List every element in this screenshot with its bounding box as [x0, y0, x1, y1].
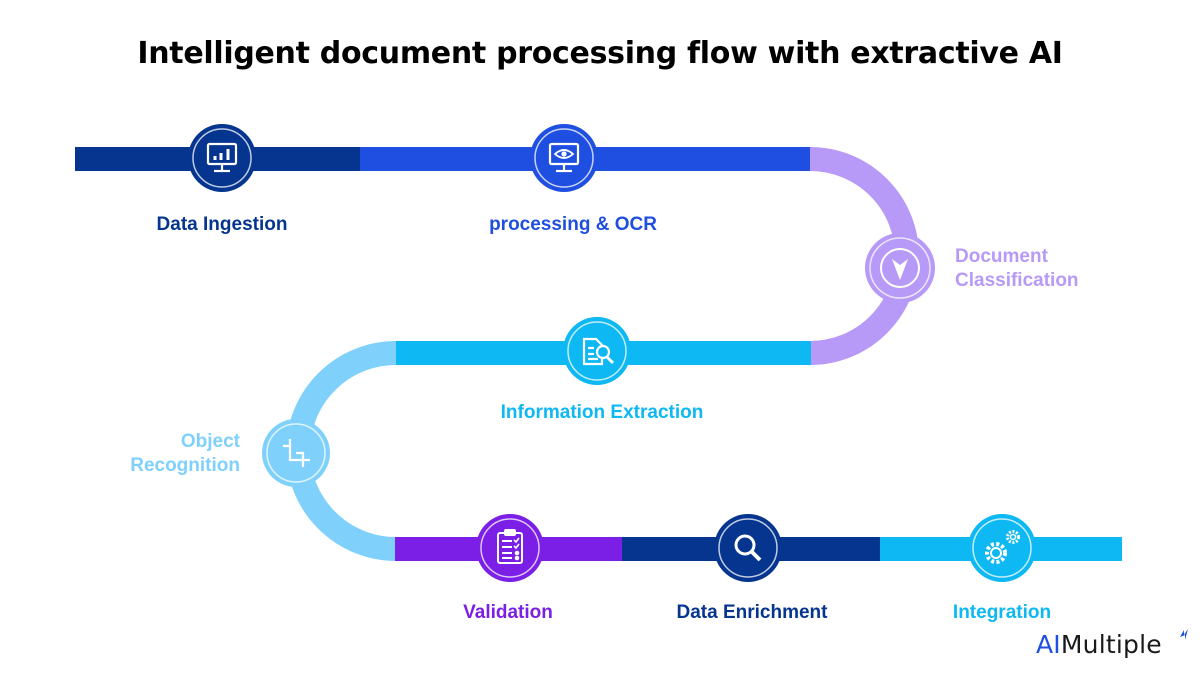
label-object-recognition-line1: Object [180, 431, 240, 452]
label-processing-ocr: processing & OCR [489, 214, 657, 235]
magnifier-icon [734, 534, 762, 562]
label-information-extraction: Information Extraction [500, 402, 704, 423]
compass-icon [880, 248, 920, 288]
node-document-classification [865, 233, 935, 303]
node-validation [476, 514, 544, 582]
clipboard-checklist-icon [497, 529, 523, 564]
label-document-classification-line2: Classification [955, 270, 1079, 291]
brand-spark-icon [1180, 629, 1188, 640]
label-data-enrichment: Data Enrichment [676, 602, 828, 623]
monitor-eye-icon [548, 142, 580, 173]
label-object-recognition-line2: Recognition [130, 455, 240, 476]
document-search-icon [582, 337, 615, 366]
crop-icon [283, 439, 310, 467]
brand-logo: AIMultiple [1036, 630, 1162, 659]
monitor-chart-icon [206, 142, 238, 173]
label-document-classification: Document Classification [955, 245, 1079, 293]
label-object-recognition: Object Recognition [130, 430, 240, 478]
node-information-extraction [563, 317, 631, 385]
label-document-classification-line1: Document [955, 246, 1048, 267]
brand-logo-prefix: AI [1036, 630, 1061, 659]
node-object-recognition [262, 419, 330, 487]
gears-icon [985, 530, 1020, 564]
label-data-ingestion: Data Ingestion [156, 214, 288, 235]
label-validation: Validation [463, 602, 553, 623]
node-data-enrichment [714, 514, 782, 582]
node-processing-ocr [530, 124, 598, 192]
node-integration [968, 514, 1036, 582]
label-integration: Integration [952, 602, 1052, 623]
node-data-ingestion [188, 124, 256, 192]
page-title: Intelligent document processing flow wit… [137, 36, 1063, 71]
brand-logo-suffix: Multiple [1060, 630, 1162, 659]
